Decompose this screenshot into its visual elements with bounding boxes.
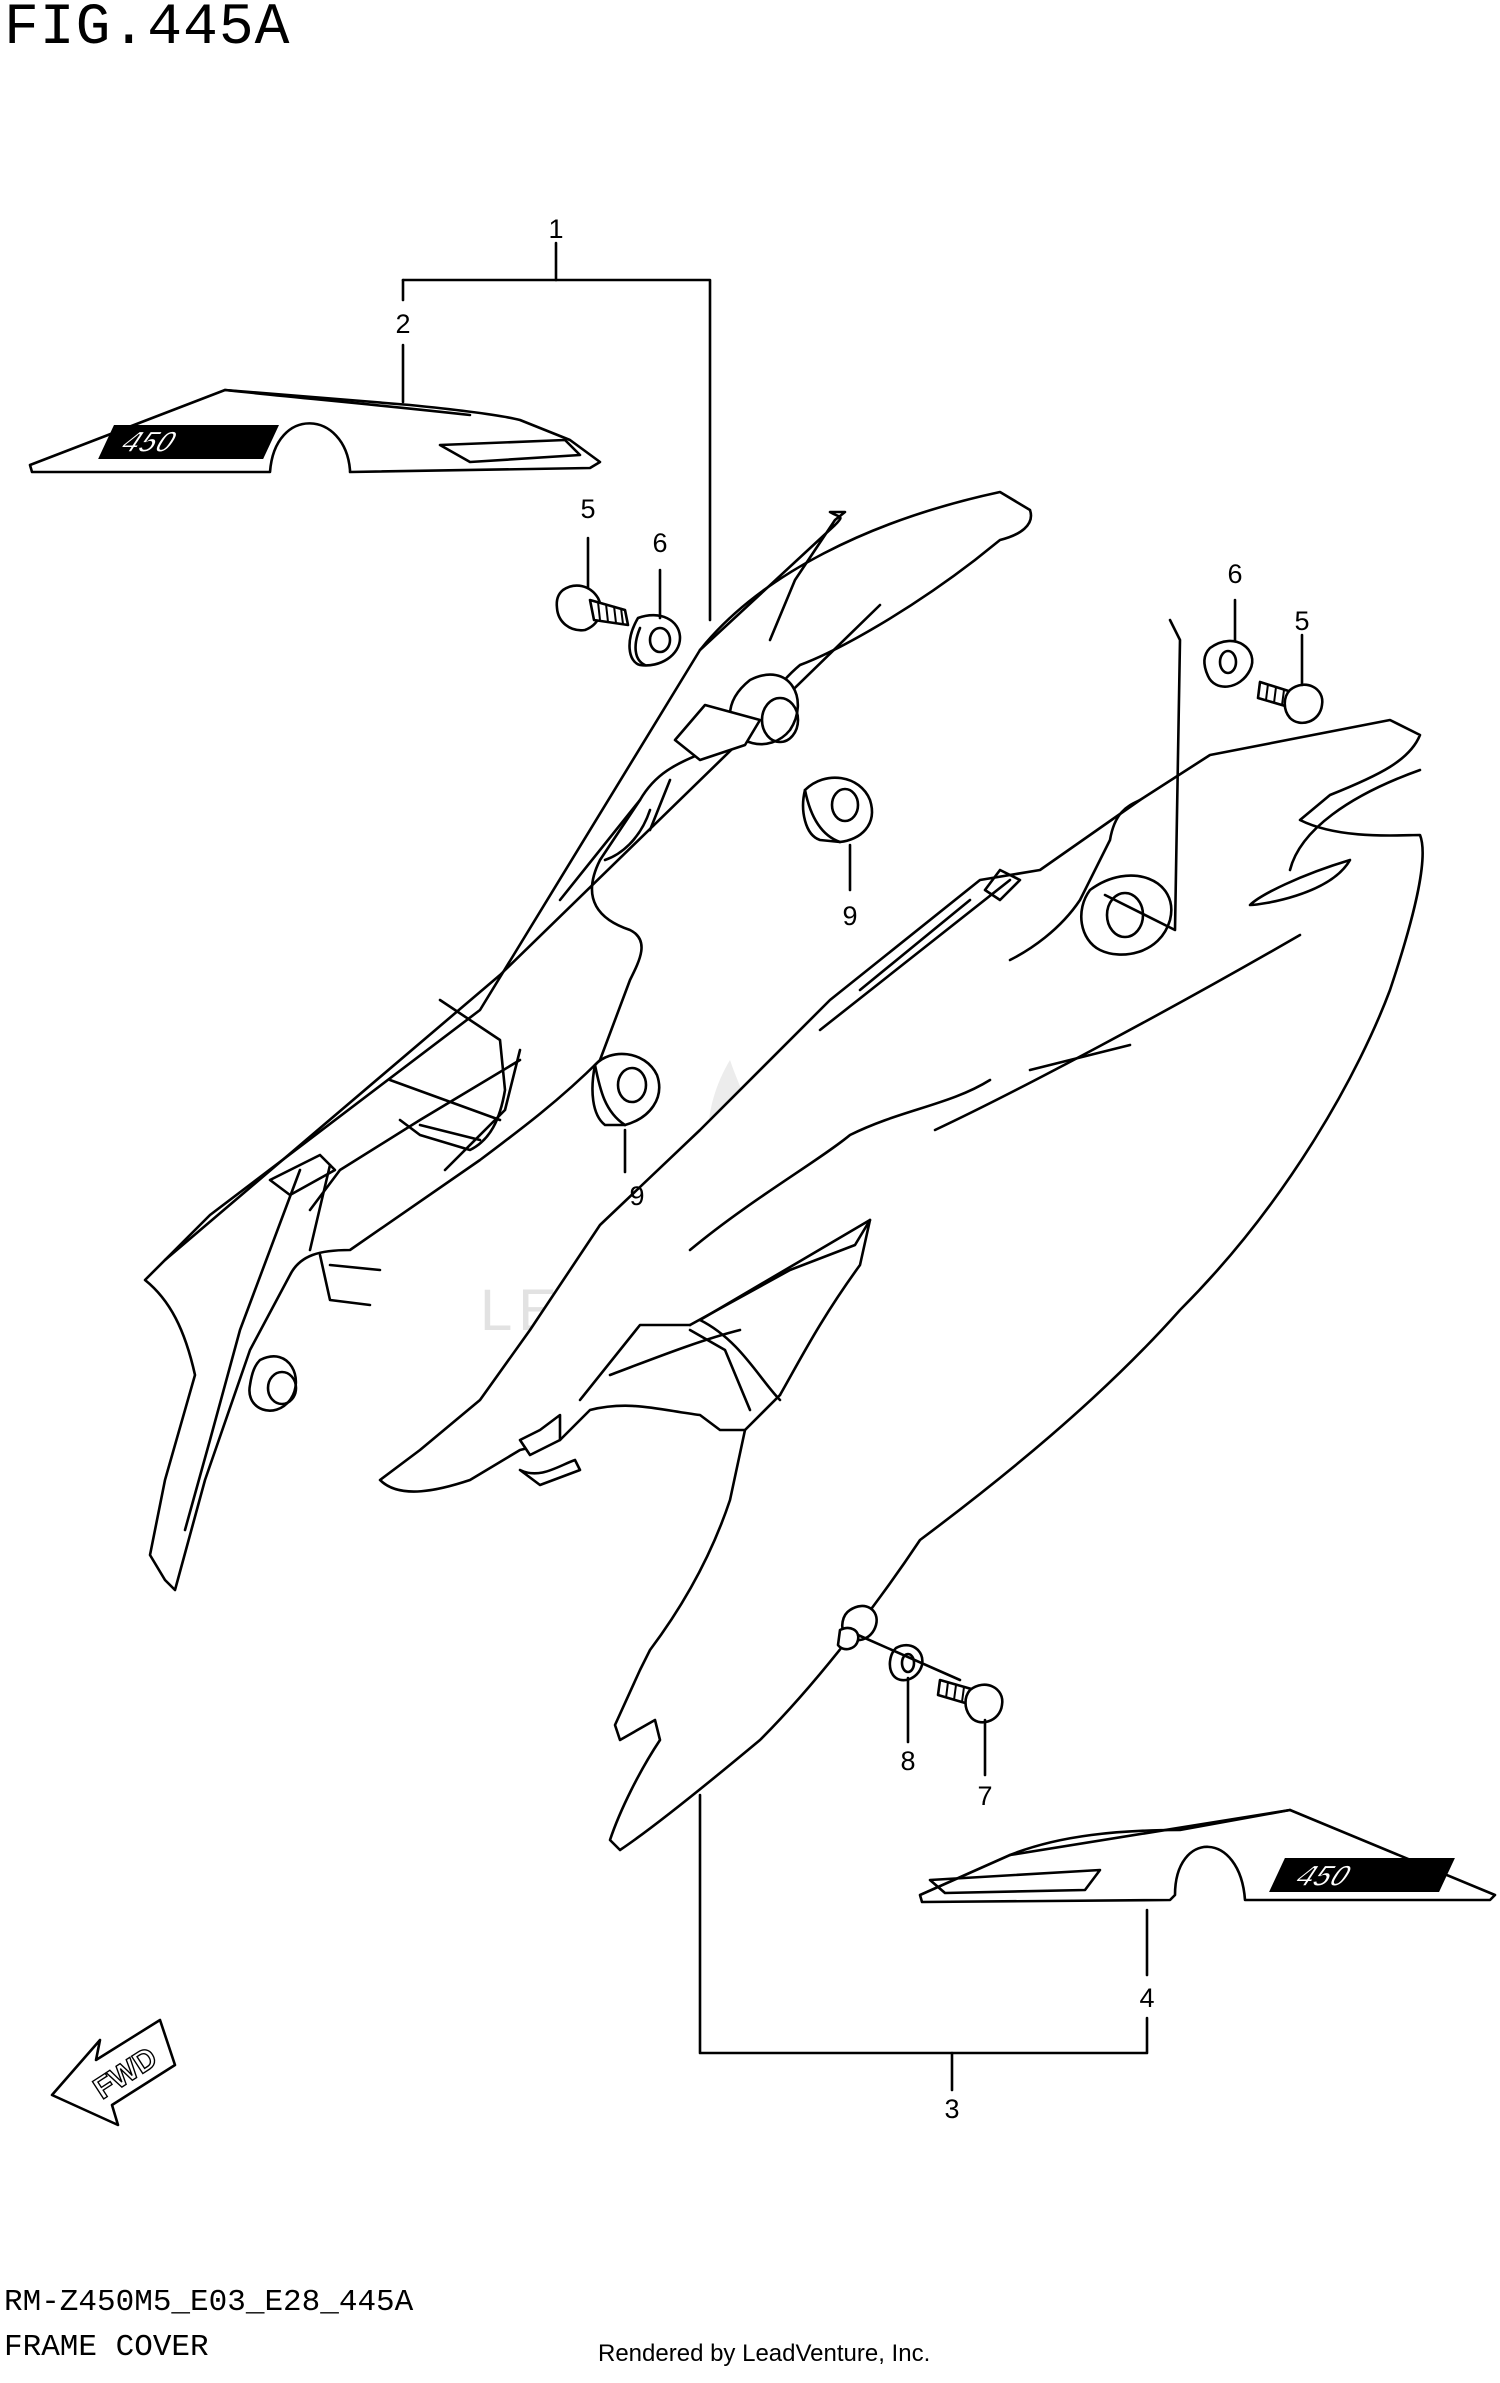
callout-8: 8 [900, 1746, 915, 1776]
render-credit: Rendered by LeadVenture, Inc. [598, 2340, 931, 2367]
part-1-left-frame-cover [143, 490, 1033, 1592]
part-4-right-decal: 450 [918, 1808, 1497, 1904]
section-name: FRAME COVER [4, 2330, 209, 2365]
part-6-grommet-upper-left [628, 613, 682, 667]
callout-7: 7 [977, 1781, 992, 1811]
callout-9-lower: 9 [629, 1181, 644, 1211]
callout-9-upper: 9 [842, 901, 857, 931]
model-code: RM-Z450M5_E03_E28_445A [4, 2285, 414, 2320]
part-2-left-decal: 450 [28, 388, 602, 474]
part-5-bolt-upper-left [555, 584, 630, 632]
part-9-cushion-upper [801, 776, 874, 844]
callout-3: 3 [944, 2094, 959, 2124]
callout-2: 2 [395, 309, 410, 339]
part-7-bolt-lower [936, 1678, 1004, 1724]
callout-4: 4 [1139, 1983, 1154, 2013]
part-9-cushion-lower [591, 1052, 661, 1127]
callout-6-upper-right: 6 [1227, 559, 1242, 589]
fwd-direction-arrow: FWD [50, 2018, 177, 2127]
figure-title: FIG.445A [4, 0, 291, 61]
callout-1: 1 [548, 214, 563, 244]
callout-numbers: 1 2 5 6 6 5 9 9 8 7 4 3 [395, 214, 1309, 2124]
callout-5-upper-left: 5 [580, 494, 595, 524]
callout-5-upper-right: 5 [1294, 606, 1309, 636]
part-6-grommet-upper-right [1203, 639, 1254, 688]
part-5-bolt-upper-right [1256, 680, 1324, 725]
callout-6-upper-left: 6 [652, 528, 667, 558]
leader-lines [401, 241, 1304, 2092]
